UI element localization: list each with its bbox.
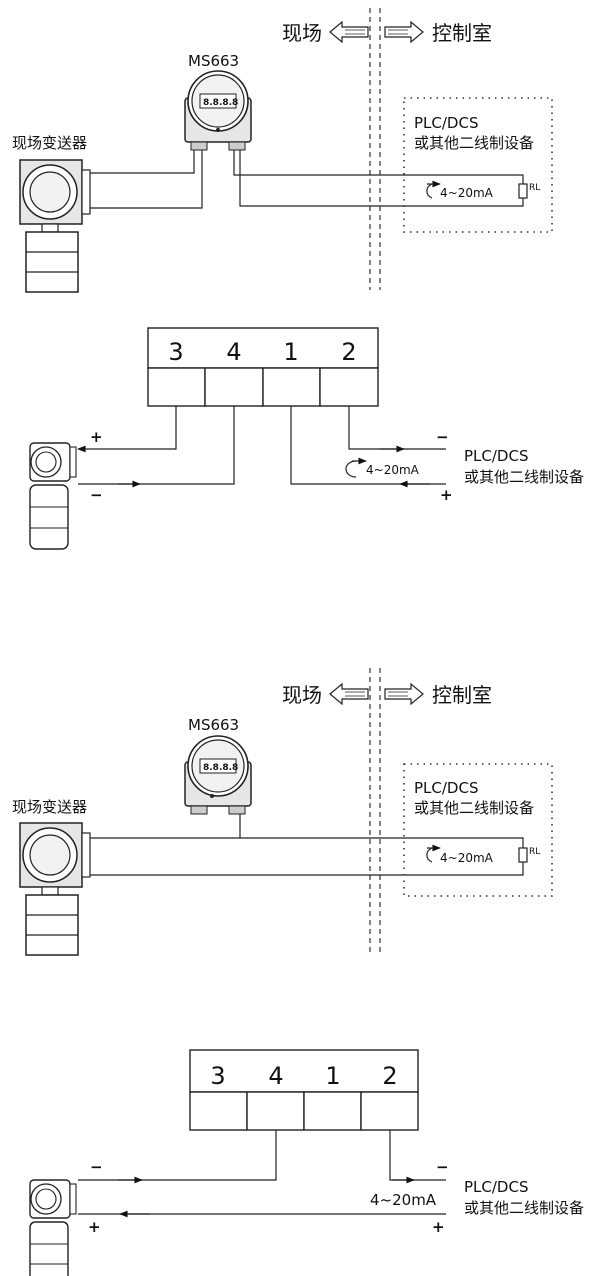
wire-transmitter-minus (90, 150, 203, 209)
field-transmitter (19, 159, 91, 293)
small-transmitter (29, 442, 77, 550)
current-label: 4~20mA (370, 1191, 437, 1209)
wiring-panel-2: 现场 控制室 MS663 8.8.8.8 现场变送器 (12, 668, 553, 956)
transmitter-label: 现场变送器 (12, 798, 87, 816)
plus-sign-right: + (432, 1218, 445, 1236)
ms663-device: 8.8.8.8 (184, 735, 252, 815)
plc-label-line2: 或其他二线制设备 (414, 799, 534, 817)
plc-label-line2: 或其他二线制设备 (464, 468, 584, 486)
wire-output-plus (233, 150, 524, 184)
wire-loop-minus (90, 862, 524, 876)
terminal-panel-2: 3 4 1 2 − + − + 4~20mA PLC/DCS 或其他二线制设备 (29, 1049, 584, 1276)
wire-loop-plus (90, 837, 524, 848)
terminal-header (189, 1049, 419, 1093)
current-loop-icon (426, 847, 433, 863)
minus-sign-right: − (436, 1158, 449, 1176)
wire-3 (77, 406, 177, 453)
device-model-label: MS663 (188, 716, 239, 734)
plus-sign-left: + (88, 1218, 101, 1236)
wire-2 (348, 406, 446, 450)
plc-label-line2: 或其他二线制设备 (464, 1199, 584, 1217)
minus-sign-right: − (436, 428, 449, 446)
minus-sign-left: − (90, 486, 103, 504)
resistor-label: RL (529, 847, 540, 857)
transmitter-label: 现场变送器 (12, 134, 87, 152)
terminal-4: 4 (268, 1062, 283, 1090)
plc-box (403, 97, 553, 233)
wire-4 (78, 1130, 277, 1181)
plc-label-line1: PLC/DCS (464, 1178, 528, 1196)
ms663-device: 8.8.8.8 (184, 70, 252, 151)
left-arrow-icon (329, 682, 369, 706)
wiring-panel-1: 现场 控制室 MS663 8.8.8.8 现场变送器 (12, 8, 553, 293)
terminal-4: 4 (226, 338, 241, 366)
svg-text:8.8.8.8: 8.8.8.8 (203, 763, 238, 773)
plc-label-line1: PLC/DCS (464, 447, 528, 465)
small-transmitter (29, 1179, 77, 1276)
plus-sign-right: + (440, 486, 453, 504)
resistor-label: RL (529, 183, 540, 193)
plus-sign-left: + (90, 428, 103, 446)
field-label: 现场 (282, 21, 322, 45)
terminal-2: 2 (341, 338, 356, 366)
control-room-label: 控制室 (432, 683, 492, 707)
plc-label-line2: 或其他二线制设备 (414, 134, 534, 152)
terminal-1: 1 (283, 338, 298, 366)
wire-1 (290, 406, 446, 485)
terminal-3: 3 (168, 338, 183, 366)
minus-sign-left: − (90, 1158, 103, 1176)
left-arrow-icon (329, 20, 369, 44)
terminal-2: 2 (382, 1062, 397, 1090)
current-label: 4~20mA (440, 851, 494, 865)
wire-transmitter-plus (90, 150, 195, 174)
plc-label-line1: PLC/DCS (414, 114, 478, 132)
control-room-label: 控制室 (432, 21, 492, 45)
right-arrow-icon (384, 682, 424, 706)
field-label: 现场 (282, 683, 322, 707)
plc-box (403, 763, 553, 897)
terminal-panel-1: 3 4 1 2 + − − + 4~20mA PLC/DCS 或其他二线 (29, 327, 584, 550)
resistor-icon (518, 847, 528, 863)
current-label: 4~20mA (366, 463, 420, 477)
device-model-label: MS663 (188, 52, 239, 70)
plc-label-line1: PLC/DCS (414, 779, 478, 797)
current-loop-icon (426, 183, 433, 199)
terminal-1: 1 (325, 1062, 340, 1090)
svg-text:8.8.8.8: 8.8.8.8 (203, 98, 238, 108)
right-arrow-icon (384, 20, 424, 44)
terminal-3: 3 (210, 1062, 225, 1090)
wire-output-minus (239, 150, 524, 207)
current-label: 4~20mA (440, 186, 494, 200)
current-loop-icon (345, 460, 357, 478)
resistor-icon (518, 183, 528, 199)
wire-2 (389, 1130, 446, 1181)
field-transmitter (19, 822, 91, 956)
